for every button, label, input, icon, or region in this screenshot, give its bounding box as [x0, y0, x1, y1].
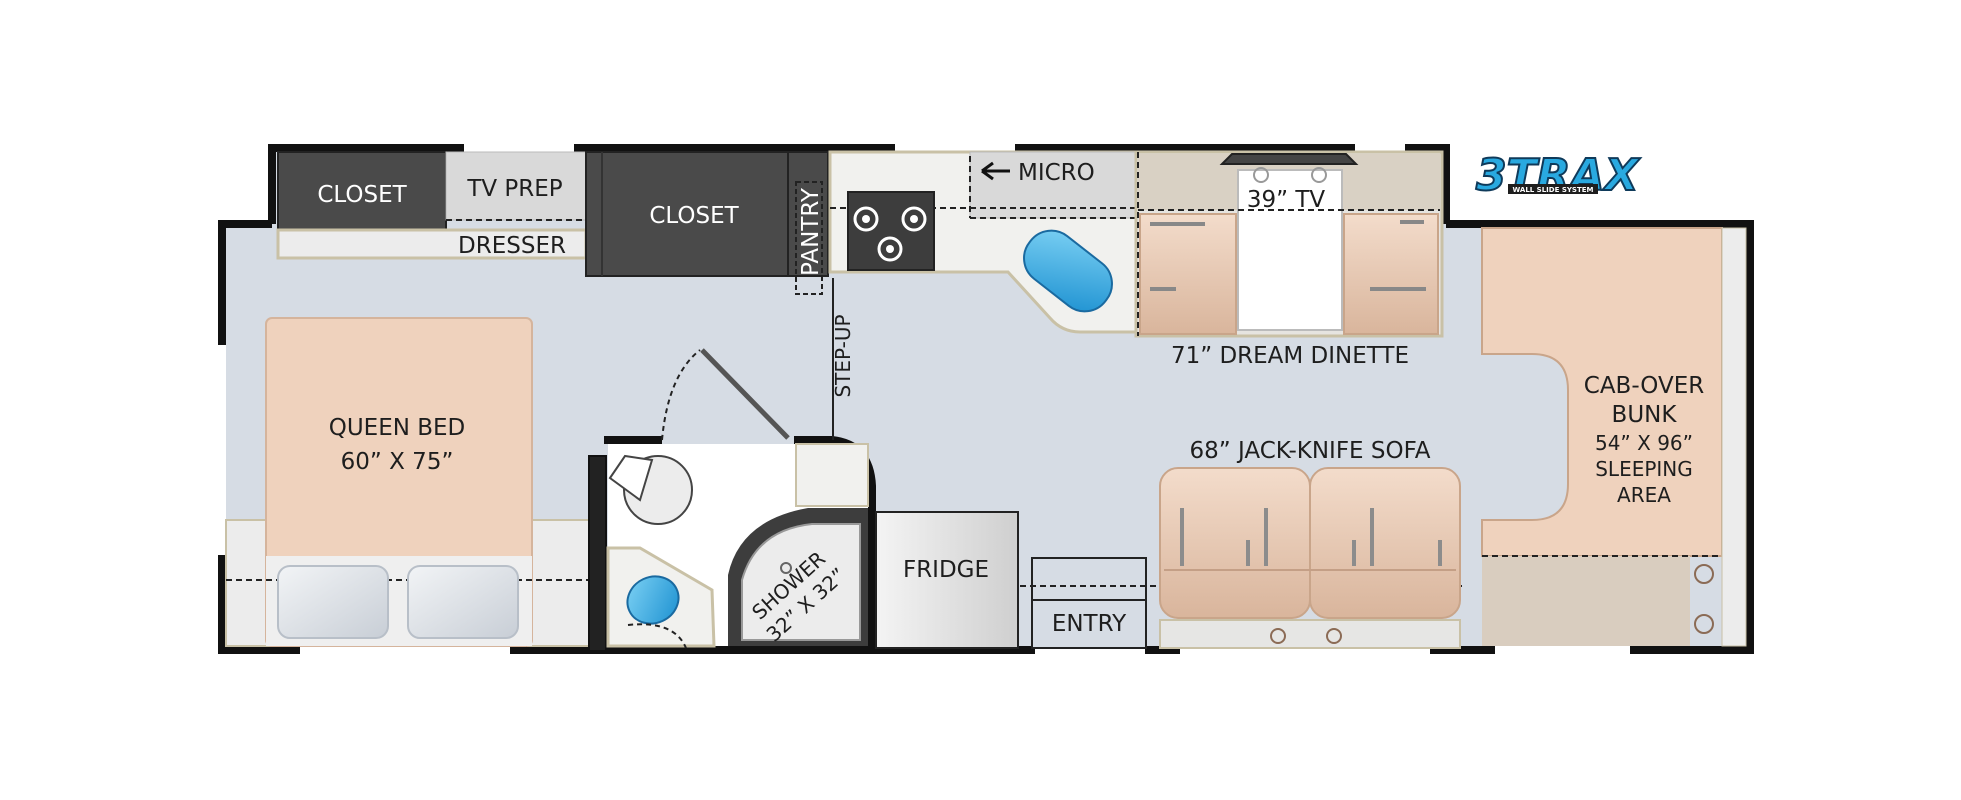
- pillow: [407, 565, 519, 639]
- slide-wall: [268, 144, 1450, 224]
- bunk-label-1: CAB-OVER: [1584, 373, 1704, 399]
- dinette-table: [1237, 169, 1343, 331]
- tv-prep: [445, 151, 587, 221]
- 3trax-logo: 3TRAX WALL SLIDE SYSTEM: [1475, 149, 1642, 202]
- burner-icon: [886, 245, 894, 253]
- dresser: [276, 228, 588, 260]
- closet-left-label: CLOSET: [317, 182, 407, 208]
- bed-size: 60” X 75”: [341, 449, 454, 475]
- bunk-label-5: AREA: [1617, 483, 1671, 507]
- tv-mount-icon: [1311, 167, 1327, 183]
- sofa-label: 68” JACK-KNIFE SOFA: [1190, 438, 1431, 464]
- dresser-label: DRESSER: [458, 233, 566, 259]
- toilet-tank: [608, 454, 654, 502]
- entry-label: ENTRY: [1052, 611, 1127, 637]
- cab-console: [1482, 556, 1690, 646]
- door-swing: [661, 349, 701, 441]
- micro-label: MICRO: [1018, 160, 1095, 186]
- closet-center-label: CLOSET: [649, 203, 739, 229]
- bunk-label-3: 54” X 96”: [1595, 431, 1693, 455]
- kitchen-sink: [1023, 229, 1113, 313]
- burner-icon: [901, 206, 927, 232]
- shower-pan: [741, 523, 861, 641]
- window: [218, 345, 226, 555]
- burner-icon: [910, 215, 918, 223]
- burner-icon: [853, 206, 879, 232]
- bunk-label-4: SLEEPING: [1595, 457, 1693, 481]
- window: [1035, 646, 1145, 654]
- window: [300, 646, 510, 654]
- cab-over-bunk: [1481, 227, 1723, 557]
- window: [464, 144, 574, 152]
- window: [1355, 144, 1405, 152]
- pantry-dash: [795, 181, 823, 295]
- logo-tagline: WALL SLIDE SYSTEM: [1513, 186, 1594, 194]
- bath-sink: [626, 575, 680, 625]
- cab-seat-icon: [1694, 564, 1714, 584]
- bed-title: QUEEN BED: [329, 415, 466, 441]
- stovetop: [847, 191, 935, 271]
- vanity-dash: [627, 623, 687, 649]
- fridge-label: FRIDGE: [903, 557, 989, 583]
- sofa-leg-icon: [1326, 628, 1342, 644]
- vanity-cabinet: [795, 443, 869, 507]
- pantry-label: PANTRY: [798, 187, 824, 276]
- cab-seat-icon: [1694, 614, 1714, 634]
- dinette-bench-right: [1343, 213, 1439, 335]
- sofa-cushion-right: [1309, 467, 1461, 619]
- burner-icon: [877, 236, 903, 262]
- bath-door: [700, 348, 790, 440]
- tv-prep-label: TV PREP: [466, 176, 562, 202]
- window: [895, 144, 1015, 152]
- window: [1180, 646, 1430, 654]
- dinette-label: 71” DREAM DINETTE: [1171, 343, 1409, 369]
- nightstand-right: [527, 519, 591, 647]
- bathroom-wall: [588, 455, 607, 650]
- closet-left: [277, 151, 447, 237]
- window: [1495, 646, 1630, 654]
- shower-drain-icon: [780, 562, 792, 574]
- sofa-leg-icon: [1270, 628, 1286, 644]
- arrow-left-icon: [981, 161, 1010, 181]
- sofa-base: [1159, 619, 1461, 649]
- outer-wall-top-right: [1446, 220, 1754, 652]
- dinette-bench-left: [1139, 213, 1237, 335]
- bunk-label-2: BUNK: [1612, 402, 1678, 428]
- entry: [1031, 557, 1147, 649]
- pillow: [277, 565, 389, 639]
- tv-icon: [1219, 153, 1359, 165]
- cab-wall-trim: [1721, 227, 1747, 647]
- fridge: [875, 511, 1019, 649]
- tv-label: 39” TV: [1247, 187, 1326, 213]
- tv-mount-icon: [1253, 167, 1269, 183]
- burner-icon: [862, 215, 870, 223]
- step-up-label: STEP-UP: [831, 314, 855, 397]
- closet-center: [585, 151, 789, 277]
